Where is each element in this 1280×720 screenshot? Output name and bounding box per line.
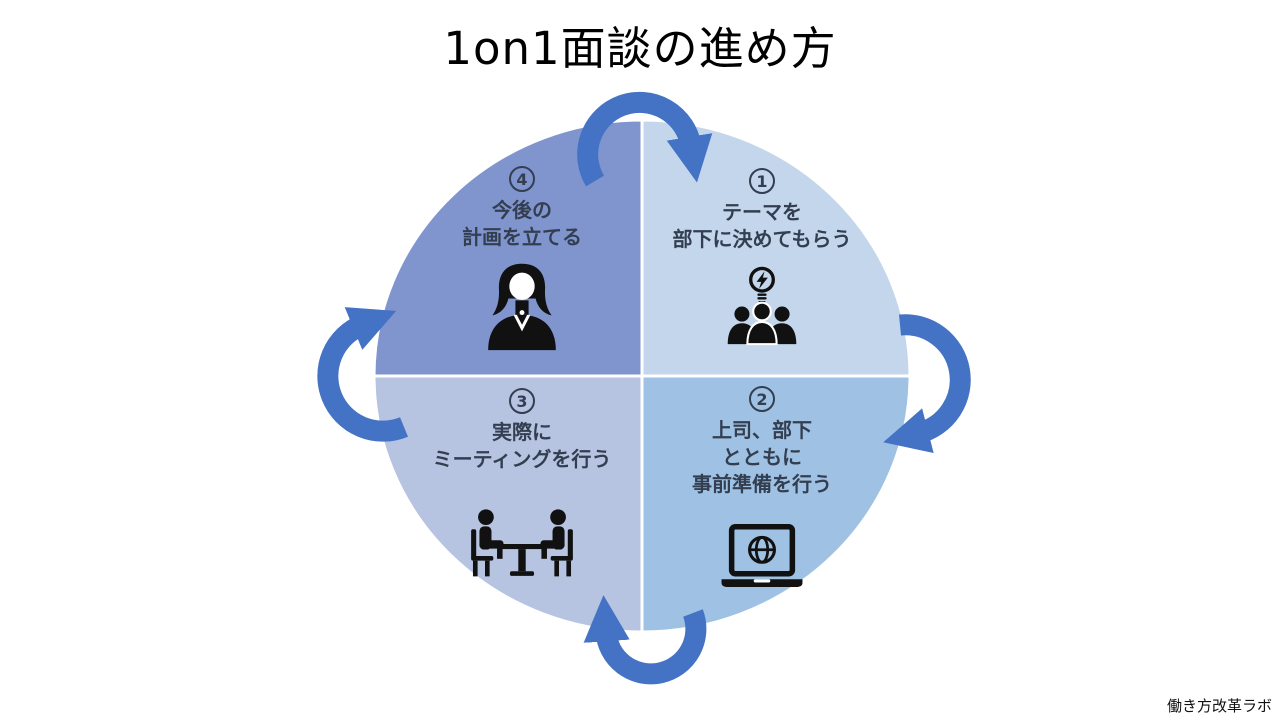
- step-label-line: ミーティングを行う: [432, 447, 612, 471]
- step-label-line: 今後の: [492, 198, 552, 222]
- page-title: 1on1面談の進め方: [443, 22, 837, 75]
- step-number-badge: 4: [509, 166, 535, 192]
- cycle-arrow-bottom-icon: [583, 595, 707, 685]
- step-number-badge: 2: [749, 386, 775, 412]
- seated-person-left: [471, 509, 504, 577]
- step-label-line: 計画を立てる: [462, 225, 582, 249]
- step-label-line: 実際に: [492, 420, 552, 444]
- step-1-block: 1 テーマを 部下に決めてもらう: [626, 168, 898, 355]
- step-number-badge: 3: [509, 388, 535, 414]
- businesswoman-icon: [488, 263, 556, 351]
- step-label-line: テーマを: [722, 200, 802, 224]
- step-4-block: 4 今後の 計画を立てる: [386, 166, 658, 353]
- step-label-line: 事前準備を行う: [692, 472, 832, 496]
- cycle-arrow-top-icon: [577, 91, 713, 187]
- step-number-badge: 1: [749, 168, 775, 194]
- step-label-line: とともに: [722, 445, 802, 469]
- seated-person-right: [540, 509, 573, 577]
- step-3-block: 3 実際に ミーティングを行う: [386, 388, 658, 581]
- meeting-table-icon: [471, 509, 573, 577]
- idea-team-icon: [727, 266, 797, 346]
- step-label-line: 部下に決めてもらう: [672, 227, 852, 251]
- step-2-block: 2 上司、部下 とともに 事前準備を行う: [626, 386, 898, 596]
- cycle-arrow-right-icon: [883, 314, 971, 454]
- cycle-arrow-left-icon: [317, 307, 408, 442]
- laptop-globe-icon: [721, 524, 803, 588]
- step-label-line: 上司、部下: [712, 418, 812, 442]
- credit-label: 働き方改革ラボ: [1166, 697, 1272, 715]
